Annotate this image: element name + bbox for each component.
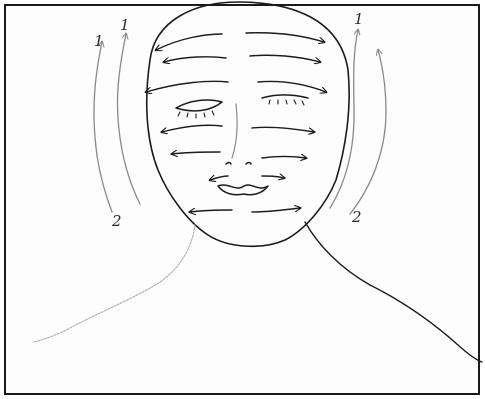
chin-arrow-left [190, 210, 232, 212]
mouth [218, 185, 268, 195]
left-neck-shoulder-line [34, 225, 195, 342]
right-neck-shoulder-line [305, 222, 482, 362]
left-side-stroke-inner [117, 34, 140, 204]
left-stroke-label-start: 2 [111, 212, 122, 230]
brow-arrow-left [146, 81, 228, 92]
nostrils [226, 163, 251, 165]
cheek-arrow-left-upper [162, 125, 222, 132]
right-eye-lashes [269, 100, 304, 105]
forehead-arrow-right-2 [250, 55, 320, 62]
right-eye [262, 95, 308, 98]
upper-lip-arrow-left [210, 176, 228, 180]
chin-arrow-right [252, 208, 300, 212]
cheek-arrow-left-lower [172, 152, 220, 154]
right-stroke-label-start: 2 [351, 208, 362, 226]
left-eye [176, 100, 222, 111]
cheek-arrow-right-upper [252, 127, 314, 132]
cheek-arrow-right-lower [262, 157, 306, 159]
forehead-arrow-right-1 [246, 33, 324, 42]
left-stroke-label-2: 1 [120, 16, 130, 34]
upper-lip-arrow-right [262, 176, 284, 178]
right-stroke-label-1: 1 [354, 10, 364, 28]
left-side-stroke-outer [94, 42, 112, 212]
nose-line [232, 104, 237, 158]
left-stroke-label-1: 1 [94, 32, 104, 50]
forehead-arrow-left-2 [164, 57, 226, 62]
right-side-stroke-inner [350, 50, 386, 214]
head-outline [147, 2, 349, 246]
left-eye-lashes [178, 111, 214, 118]
forehead-arrow-left-1 [156, 34, 222, 50]
brow-arrow-right [258, 81, 326, 92]
